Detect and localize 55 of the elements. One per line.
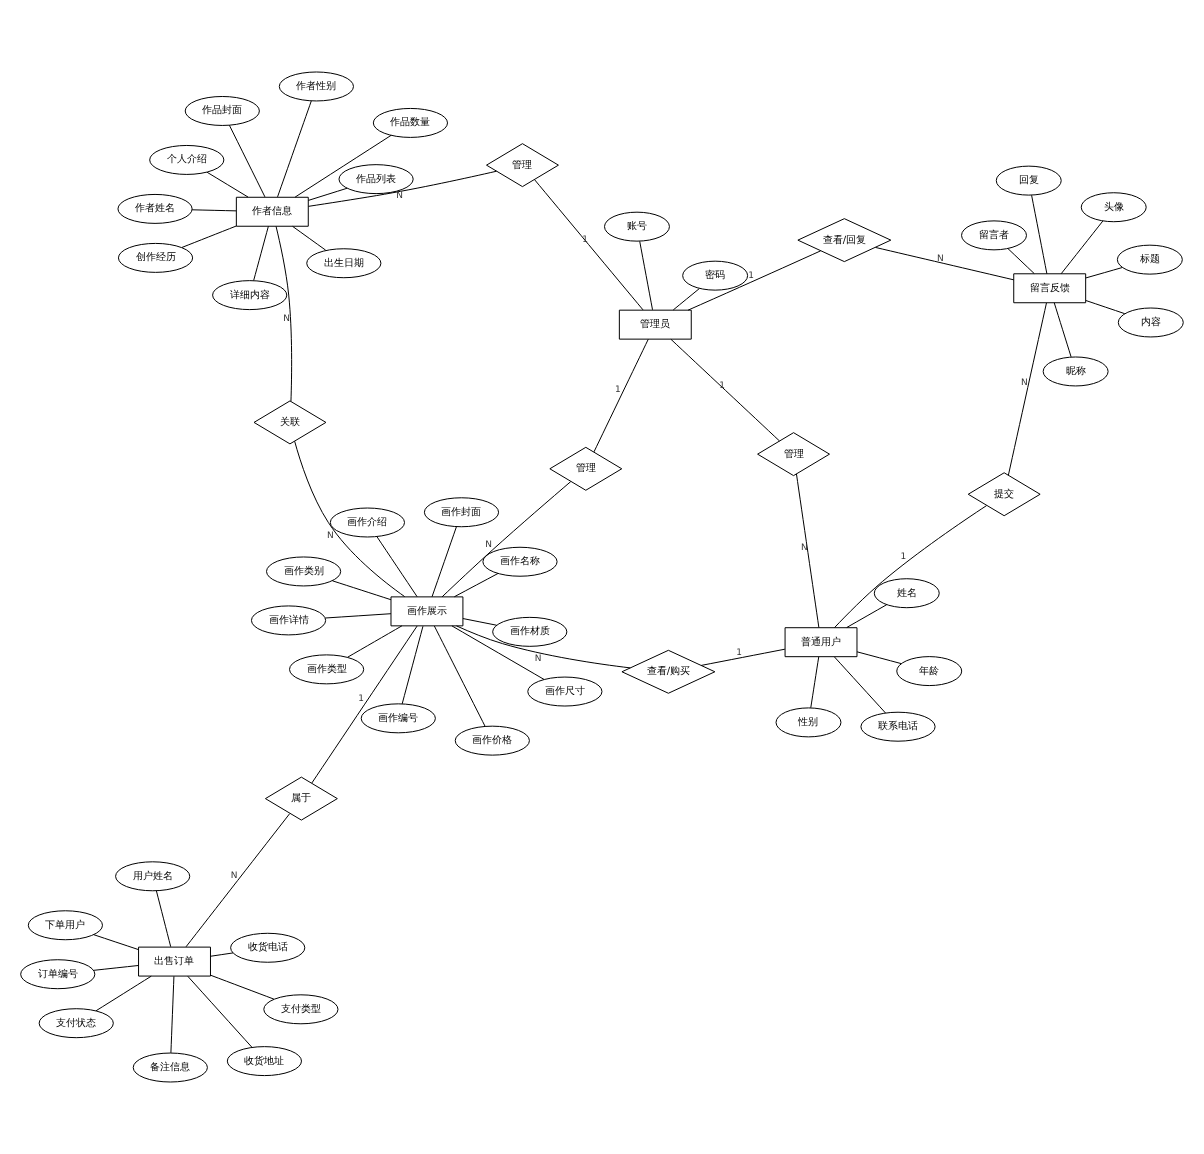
connector	[462, 618, 498, 626]
connector	[185, 813, 291, 948]
connector	[672, 288, 700, 311]
connector	[1007, 302, 1047, 476]
connector	[253, 225, 269, 281]
connector	[93, 934, 139, 951]
connector	[170, 975, 175, 1054]
connector	[833, 656, 887, 714]
connector	[155, 890, 172, 948]
connector	[534, 179, 644, 311]
connector	[1007, 248, 1035, 275]
connector	[700, 648, 786, 666]
connector	[431, 526, 457, 598]
connector	[294, 134, 392, 198]
connector	[210, 952, 234, 957]
connector	[593, 338, 649, 453]
connector	[856, 651, 902, 665]
connector	[331, 580, 392, 601]
connector	[687, 250, 822, 311]
connector	[433, 625, 486, 727]
connector	[228, 124, 266, 198]
connector	[639, 240, 653, 311]
connector	[294, 440, 406, 598]
connector	[311, 625, 418, 784]
connector	[441, 481, 572, 598]
connector	[324, 613, 392, 619]
connector	[453, 572, 499, 598]
connector	[292, 225, 327, 251]
connector	[1053, 302, 1072, 358]
connector	[307, 187, 348, 201]
connector	[277, 100, 312, 198]
connector	[1085, 300, 1126, 315]
connector	[93, 965, 140, 971]
connector	[307, 170, 497, 207]
connector	[376, 536, 418, 598]
connector	[451, 625, 545, 680]
connector	[455, 625, 631, 669]
connector	[275, 225, 293, 402]
connector	[206, 171, 249, 198]
connector	[210, 974, 275, 1000]
connector	[187, 975, 253, 1048]
connector	[795, 473, 820, 628]
connector	[1060, 220, 1104, 275]
connector	[810, 656, 820, 709]
connector	[401, 625, 424, 705]
connector	[846, 604, 888, 628]
connector	[95, 975, 152, 1012]
connector	[181, 225, 237, 248]
connector	[191, 209, 237, 212]
connector	[875, 246, 1015, 281]
connector	[670, 338, 780, 442]
connector	[1031, 194, 1048, 275]
connector	[347, 625, 403, 658]
connector	[834, 505, 988, 629]
connector	[1085, 267, 1123, 279]
